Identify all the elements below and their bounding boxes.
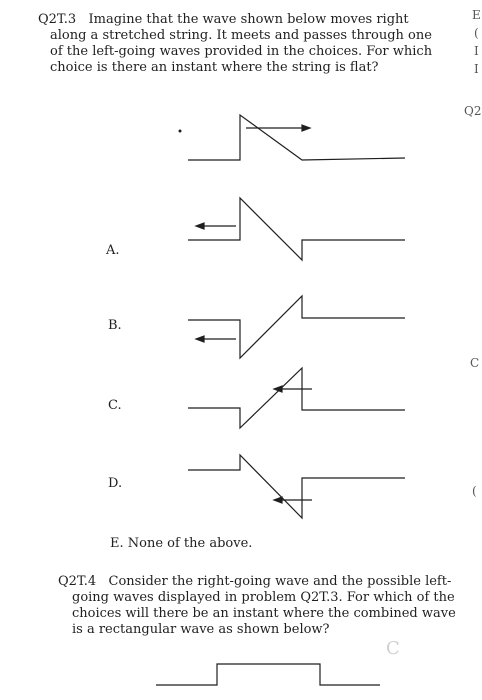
- q2t4-line-1: Q2T.4 Consider the right-going wave and …: [58, 574, 458, 590]
- q2t3-text-1: Imagine that the wave shown below moves …: [88, 12, 409, 27]
- q2t4-line-2: going waves displayed in problem Q2T.3. …: [72, 590, 455, 605]
- choice-d-wave-shape: [188, 453, 405, 520]
- edge-mark-c2: (: [472, 484, 477, 498]
- choice-b-wave: [188, 294, 405, 360]
- rectangular-wave: [156, 663, 380, 686]
- choice-a-wave-shape: [188, 196, 405, 262]
- choice-a-wave: [188, 196, 405, 262]
- choice-b-arrow-head: [194, 335, 205, 343]
- choice-d-label: D.: [108, 476, 123, 491]
- edge-mark-c1: C: [470, 356, 480, 370]
- right-going-wave: [178, 113, 406, 161]
- choice-c-arrow-head: [272, 385, 283, 393]
- q2t4-text-1: Consider the right-going wave and the po…: [108, 574, 452, 589]
- q2t3-line-4: choice is there an instant where the str…: [50, 60, 379, 75]
- choice-c-label: C.: [108, 398, 122, 413]
- pencil-mark-c: C: [386, 638, 400, 659]
- edge-mark-1: E: [472, 8, 481, 22]
- q2t4-line-4: is a rectangular wave as shown below?: [72, 622, 330, 637]
- choice-e-label: E. None of the above.: [110, 536, 253, 551]
- q2t4-number: Q2T.4: [58, 574, 97, 589]
- rectangular-wave-shape: [156, 663, 380, 686]
- question-q2t3: Q2T.3 Imagine that the wave shown below …: [38, 12, 458, 76]
- choice-d-arrow-head: [272, 496, 283, 504]
- q2t3-line-2: along a stretched string. It meets and p…: [50, 28, 432, 43]
- choice-b-label: B.: [108, 318, 122, 333]
- question-q2t4: Q2T.4 Consider the right-going wave and …: [58, 574, 458, 638]
- right-arrow-head: [301, 124, 312, 132]
- edge-mark-2: (: [474, 26, 479, 40]
- q2t4-line-3: choices will there be an instant where t…: [72, 606, 456, 621]
- choice-a-arrow-head: [194, 222, 205, 230]
- choice-c-wave: [188, 366, 405, 430]
- choice-c-wave-shape: [188, 366, 405, 430]
- q2t3-line-3: of the left-going waves provided in the …: [50, 44, 433, 59]
- q2t3-line-1: Q2T.3 Imagine that the wave shown below …: [38, 12, 458, 28]
- choice-a-label: A.: [106, 243, 120, 258]
- choice-d-wave: [188, 453, 405, 520]
- edge-mark-3: I: [474, 44, 479, 58]
- right-going-wave-shape: [188, 113, 406, 161]
- edge-mark-4: I: [474, 62, 479, 76]
- dot-mark: [178, 129, 182, 133]
- choice-b-wave-shape: [188, 294, 405, 360]
- q2t3-number: Q2T.3: [38, 12, 77, 27]
- edge-mark-q2: Q2: [464, 104, 482, 118]
